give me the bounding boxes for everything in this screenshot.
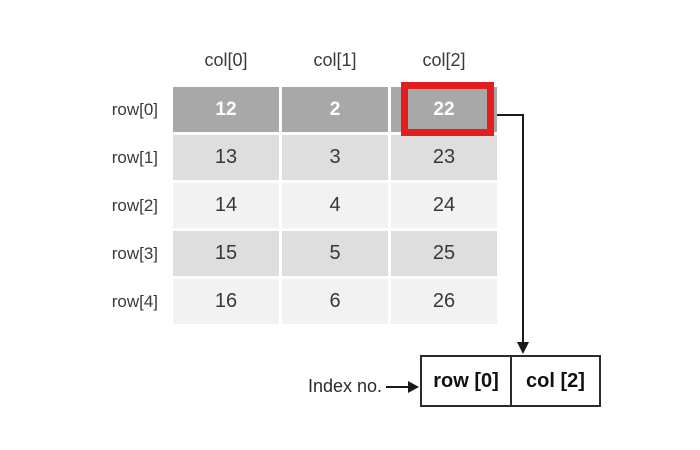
matrix-cell-0-2: 22 [391,87,497,132]
matrix-cell-3-1: 5 [282,231,388,276]
matrix-cell-0-0: 12 [173,87,279,132]
matrix-cell-0-1: 2 [282,87,388,132]
row-label-1: row[1] [111,148,158,167]
col-header-0: col[0] [204,50,248,70]
row-label-4: row[4] [111,292,158,311]
highlight-box [401,82,494,136]
matrix-cell-4-2: 26 [391,279,497,324]
elbow-connector-line [497,114,524,344]
matrix-cell-2-0: 14 [173,183,279,228]
arrowhead-down-icon [517,342,529,354]
arrowhead-right-icon [408,381,419,393]
col-header-1: col[1] [313,50,357,70]
matrix-cell-2-2: 24 [391,183,497,228]
matrix-cell-1-2: 23 [391,135,497,180]
matrix-cell-3-2: 25 [391,231,497,276]
col-header-2: col[2] [422,50,466,70]
index-cell-col: col [2] [526,369,585,392]
row-label-3: row[3] [111,244,158,263]
row-label-0: row[0] [111,100,158,119]
matrix-cell-1-1: 3 [282,135,388,180]
matrix-cell-3-0: 15 [173,231,279,276]
index-box: row [0] col [2] [420,355,601,407]
index-label: Index no. [307,376,382,396]
matrix-cell-2-1: 4 [282,183,388,228]
matrix-cell-1-0: 13 [173,135,279,180]
index-cell-row: row [0] [422,357,512,405]
row-label-2: row[2] [111,196,158,215]
matrix-cell-4-1: 6 [282,279,388,324]
matrix-cell-4-0: 16 [173,279,279,324]
